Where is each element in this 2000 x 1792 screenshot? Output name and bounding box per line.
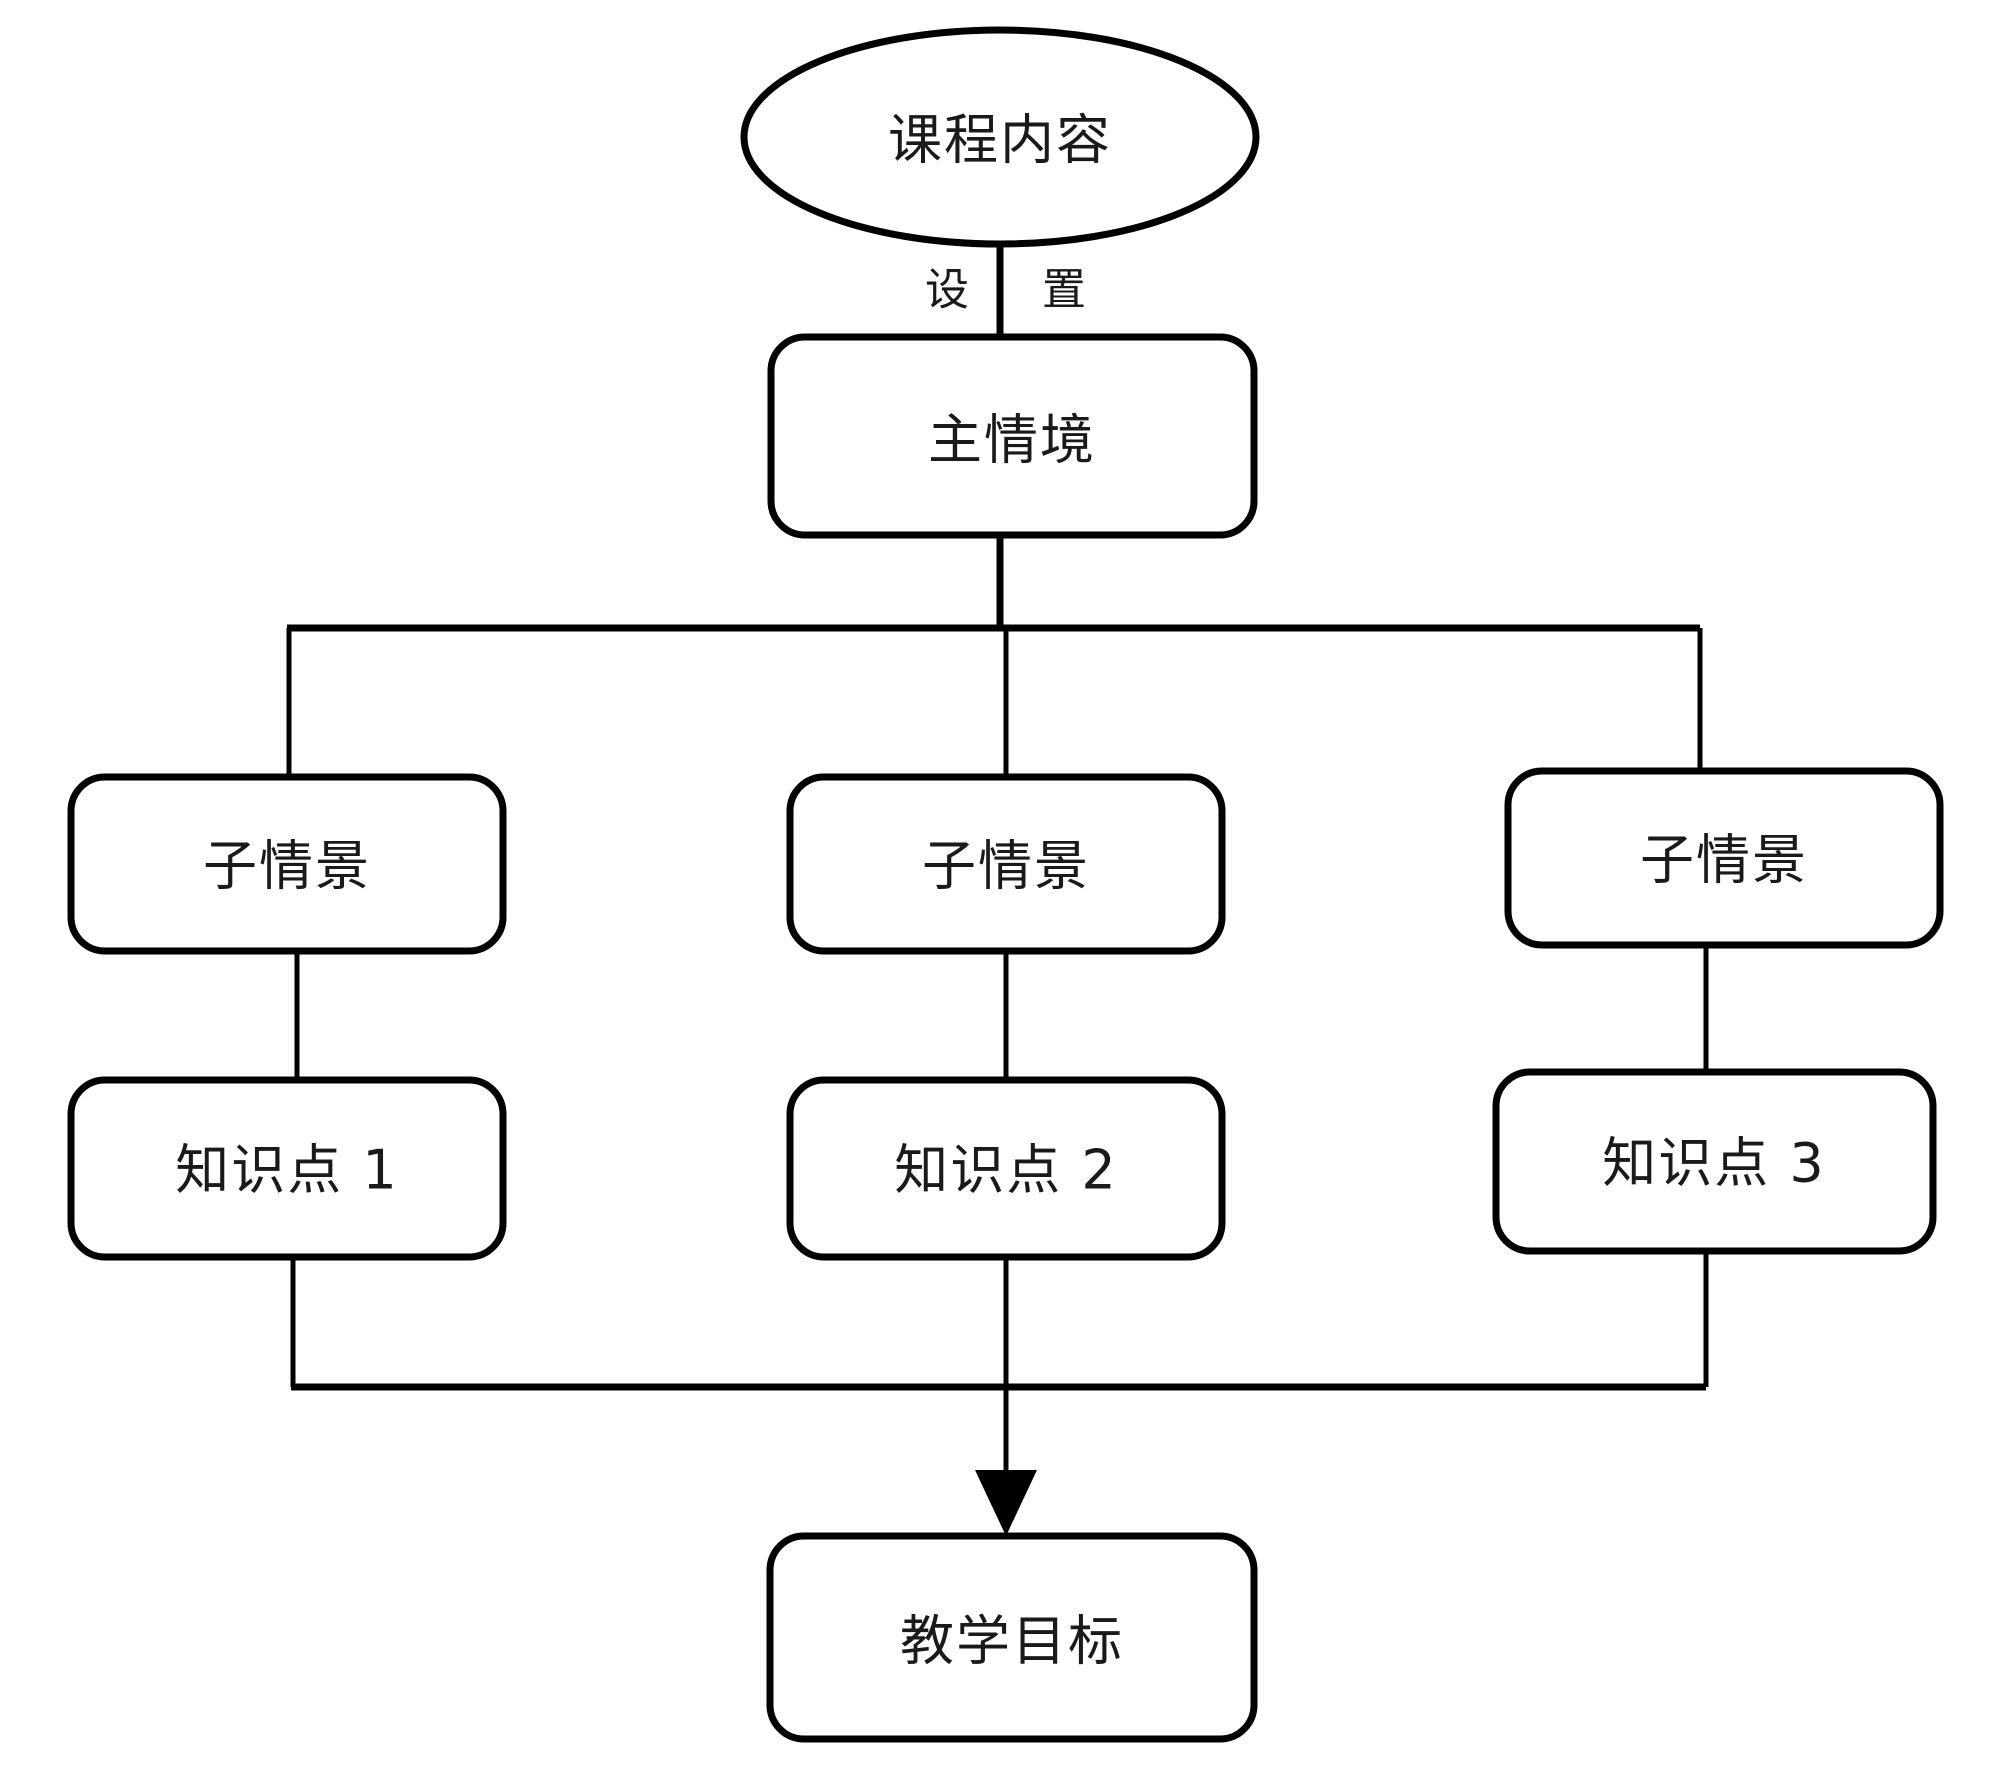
main-context-label: 主情境 [928,409,1096,472]
node-sub-context-1[interactable]: 子情景 [67,773,507,955]
course-content-label: 课程内容 [888,109,1112,172]
teaching-goal-rect [766,1532,1258,1743]
node-teaching-goal[interactable]: 教学目标 [766,1532,1258,1743]
node-knowledge-point-1[interactable]: 知识点 1 [67,1076,507,1261]
knowledge-point-2-label: 知识点 2 [894,1139,1118,1202]
course-content-ellipse [740,26,1260,248]
teaching-goal-label: 教学目标 [900,1610,1124,1673]
sub-context-2-label: 子情景 [922,835,1090,898]
node-sub-context-2[interactable]: 子情景 [786,773,1226,955]
node-main-context[interactable]: 主情境 [767,333,1258,539]
edge-label-setup-left: 设 [925,265,969,316]
knowledge-point-2-rect [786,1076,1226,1261]
node-knowledge-point-2[interactable]: 知识点 2 [786,1076,1226,1261]
edge-label-setup-right: 置 [1042,265,1086,316]
sub-context-3-rect [1504,767,1944,949]
knowledge-point-1-rect [67,1076,507,1261]
main-context-rect [767,333,1258,539]
arrow-head-icon [975,1470,1037,1536]
knowledge-point-1-label: 知识点 1 [175,1139,399,1202]
sub-context-2-rect [786,773,1226,955]
node-course-content[interactable]: 课程内容 [740,26,1260,248]
sub-context-1-rect [67,773,507,955]
knowledge-point-3-label: 知识点 3 [1602,1132,1826,1195]
sub-context-3-label: 子情景 [1640,829,1808,892]
node-sub-context-3[interactable]: 子情景 [1504,767,1944,949]
sub-context-1-label: 子情景 [203,835,371,898]
knowledge-point-3-rect [1492,1068,1937,1255]
node-knowledge-point-3[interactable]: 知识点 3 [1492,1068,1937,1255]
